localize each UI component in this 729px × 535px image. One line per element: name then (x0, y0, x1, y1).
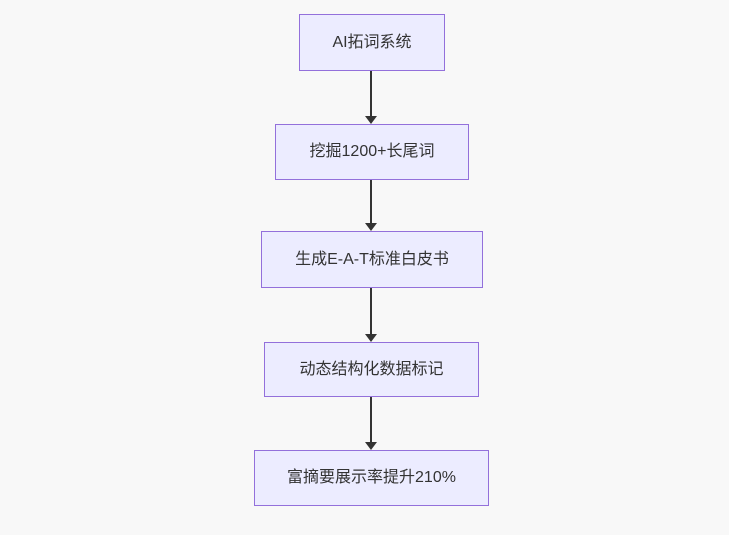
arrow-head-icon (365, 442, 377, 450)
arrow-line (370, 397, 372, 443)
flowchart-node-rich-snippet-result: 富摘要展示率提升210% (254, 450, 489, 506)
node-label: 生成E-A-T标准白皮书 (295, 250, 449, 268)
flowchart-node-ai-keyword-system: AI拓词系统 (299, 14, 445, 71)
arrow-head-icon (365, 334, 377, 342)
node-label: 挖掘1200+长尾词 (309, 143, 435, 161)
node-label: AI拓词系统 (332, 33, 412, 51)
node-label: 富摘要展示率提升210% (287, 469, 456, 487)
arrow-head-icon (365, 223, 377, 231)
node-label: 动态结构化数据标记 (299, 360, 444, 378)
flowchart-node-longtail-mining: 挖掘1200+长尾词 (275, 124, 469, 180)
flowchart-node-structured-data: 动态结构化数据标记 (264, 342, 479, 397)
arrow-line (370, 288, 372, 335)
arrow-line (370, 180, 372, 224)
arrow-line (370, 71, 372, 117)
flowchart-node-eat-whitepaper: 生成E-A-T标准白皮书 (261, 231, 483, 288)
arrow-head-icon (365, 116, 377, 124)
